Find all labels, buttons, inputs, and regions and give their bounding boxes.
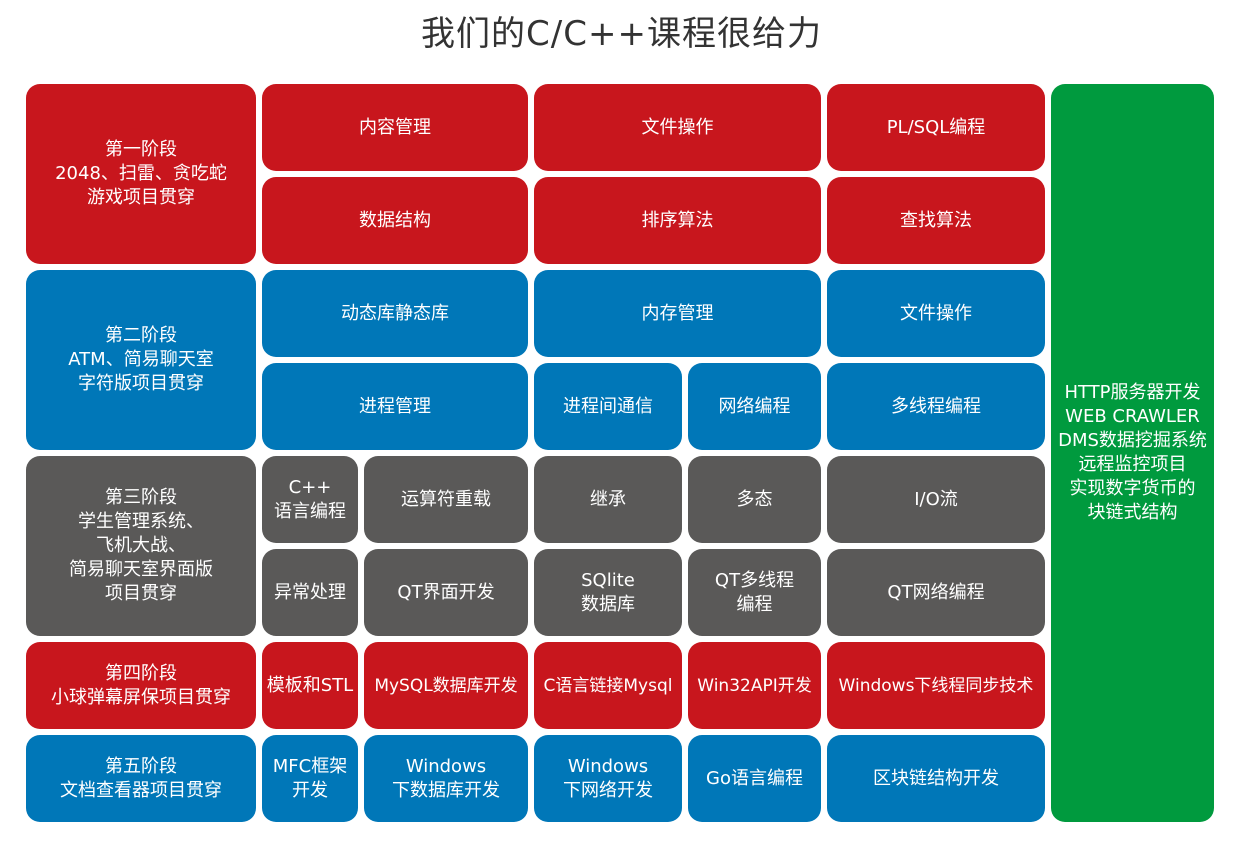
topic-go-language: Go语言编程	[688, 735, 821, 822]
topic-io-stream: I/O流	[827, 456, 1045, 543]
topic-inheritance: 继承	[534, 456, 682, 543]
topic-searching: 查找算法	[827, 177, 1045, 264]
topic-windows-thread-sync: Windows下线程同步技术	[827, 642, 1045, 729]
topic-data-structures: 数据结构	[262, 177, 528, 264]
topic-memory-management: 内存管理	[534, 270, 821, 357]
topic-templates-stl: 模板和STL	[262, 642, 358, 729]
topic-network-programming: 网络编程	[688, 363, 821, 450]
topic-multithreading: 多线程编程	[827, 363, 1045, 450]
topic-plsql: PL/SQL编程	[827, 84, 1045, 171]
topic-cpp-language: C++ 语言编程	[262, 456, 358, 543]
stage-5-label: 第五阶段 文档查看器项目贯穿	[26, 735, 256, 822]
stage-4-label: 第四阶段 小球弹幕屏保项目贯穿	[26, 642, 256, 729]
topic-win32api: Win32API开发	[688, 642, 821, 729]
topic-process-management: 进程管理	[262, 363, 528, 450]
topic-ipc: 进程间通信	[534, 363, 682, 450]
topic-qt-ui: QT界面开发	[364, 549, 528, 636]
topic-sqlite: SQlite 数据库	[534, 549, 682, 636]
topic-operator-overloading: 运算符重载	[364, 456, 528, 543]
topic-qt-multithreading: QT多线程 编程	[688, 549, 821, 636]
topic-file-operations: 文件操作	[534, 84, 821, 171]
topic-content-management: 内容管理	[262, 84, 528, 171]
topic-qt-networking: QT网络编程	[827, 549, 1045, 636]
page-title: 我们的C/C++课程很给力	[421, 14, 822, 54]
topic-exception-handling: 异常处理	[262, 549, 358, 636]
stage-2-label: 第二阶段 ATM、简易聊天室 字符版项目贯穿	[26, 270, 256, 450]
topic-mfc: MFC框架 开发	[262, 735, 358, 822]
projects-panel: HTTP服务器开发 WEB CRAWLER DMS数据挖掘系统 远程监控项目 实…	[1051, 84, 1214, 822]
topic-windows-database: Windows 下数据库开发	[364, 735, 528, 822]
topic-blockchain: 区块链结构开发	[827, 735, 1045, 822]
stage-3-label: 第三阶段 学生管理系统、 飞机大战、 简易聊天室界面版 项目贯穿	[26, 456, 256, 636]
topic-c-mysql: C语言链接Mysql	[534, 642, 682, 729]
topic-file-operations-2: 文件操作	[827, 270, 1045, 357]
topic-mysql: MySQL数据库开发	[364, 642, 528, 729]
topic-windows-network: Windows 下网络开发	[534, 735, 682, 822]
topic-polymorphism: 多态	[688, 456, 821, 543]
topic-libraries: 动态库静态库	[262, 270, 528, 357]
topic-sorting: 排序算法	[534, 177, 821, 264]
stage-1-label: 第一阶段 2048、扫雷、贪吃蛇 游戏项目贯穿	[26, 84, 256, 264]
